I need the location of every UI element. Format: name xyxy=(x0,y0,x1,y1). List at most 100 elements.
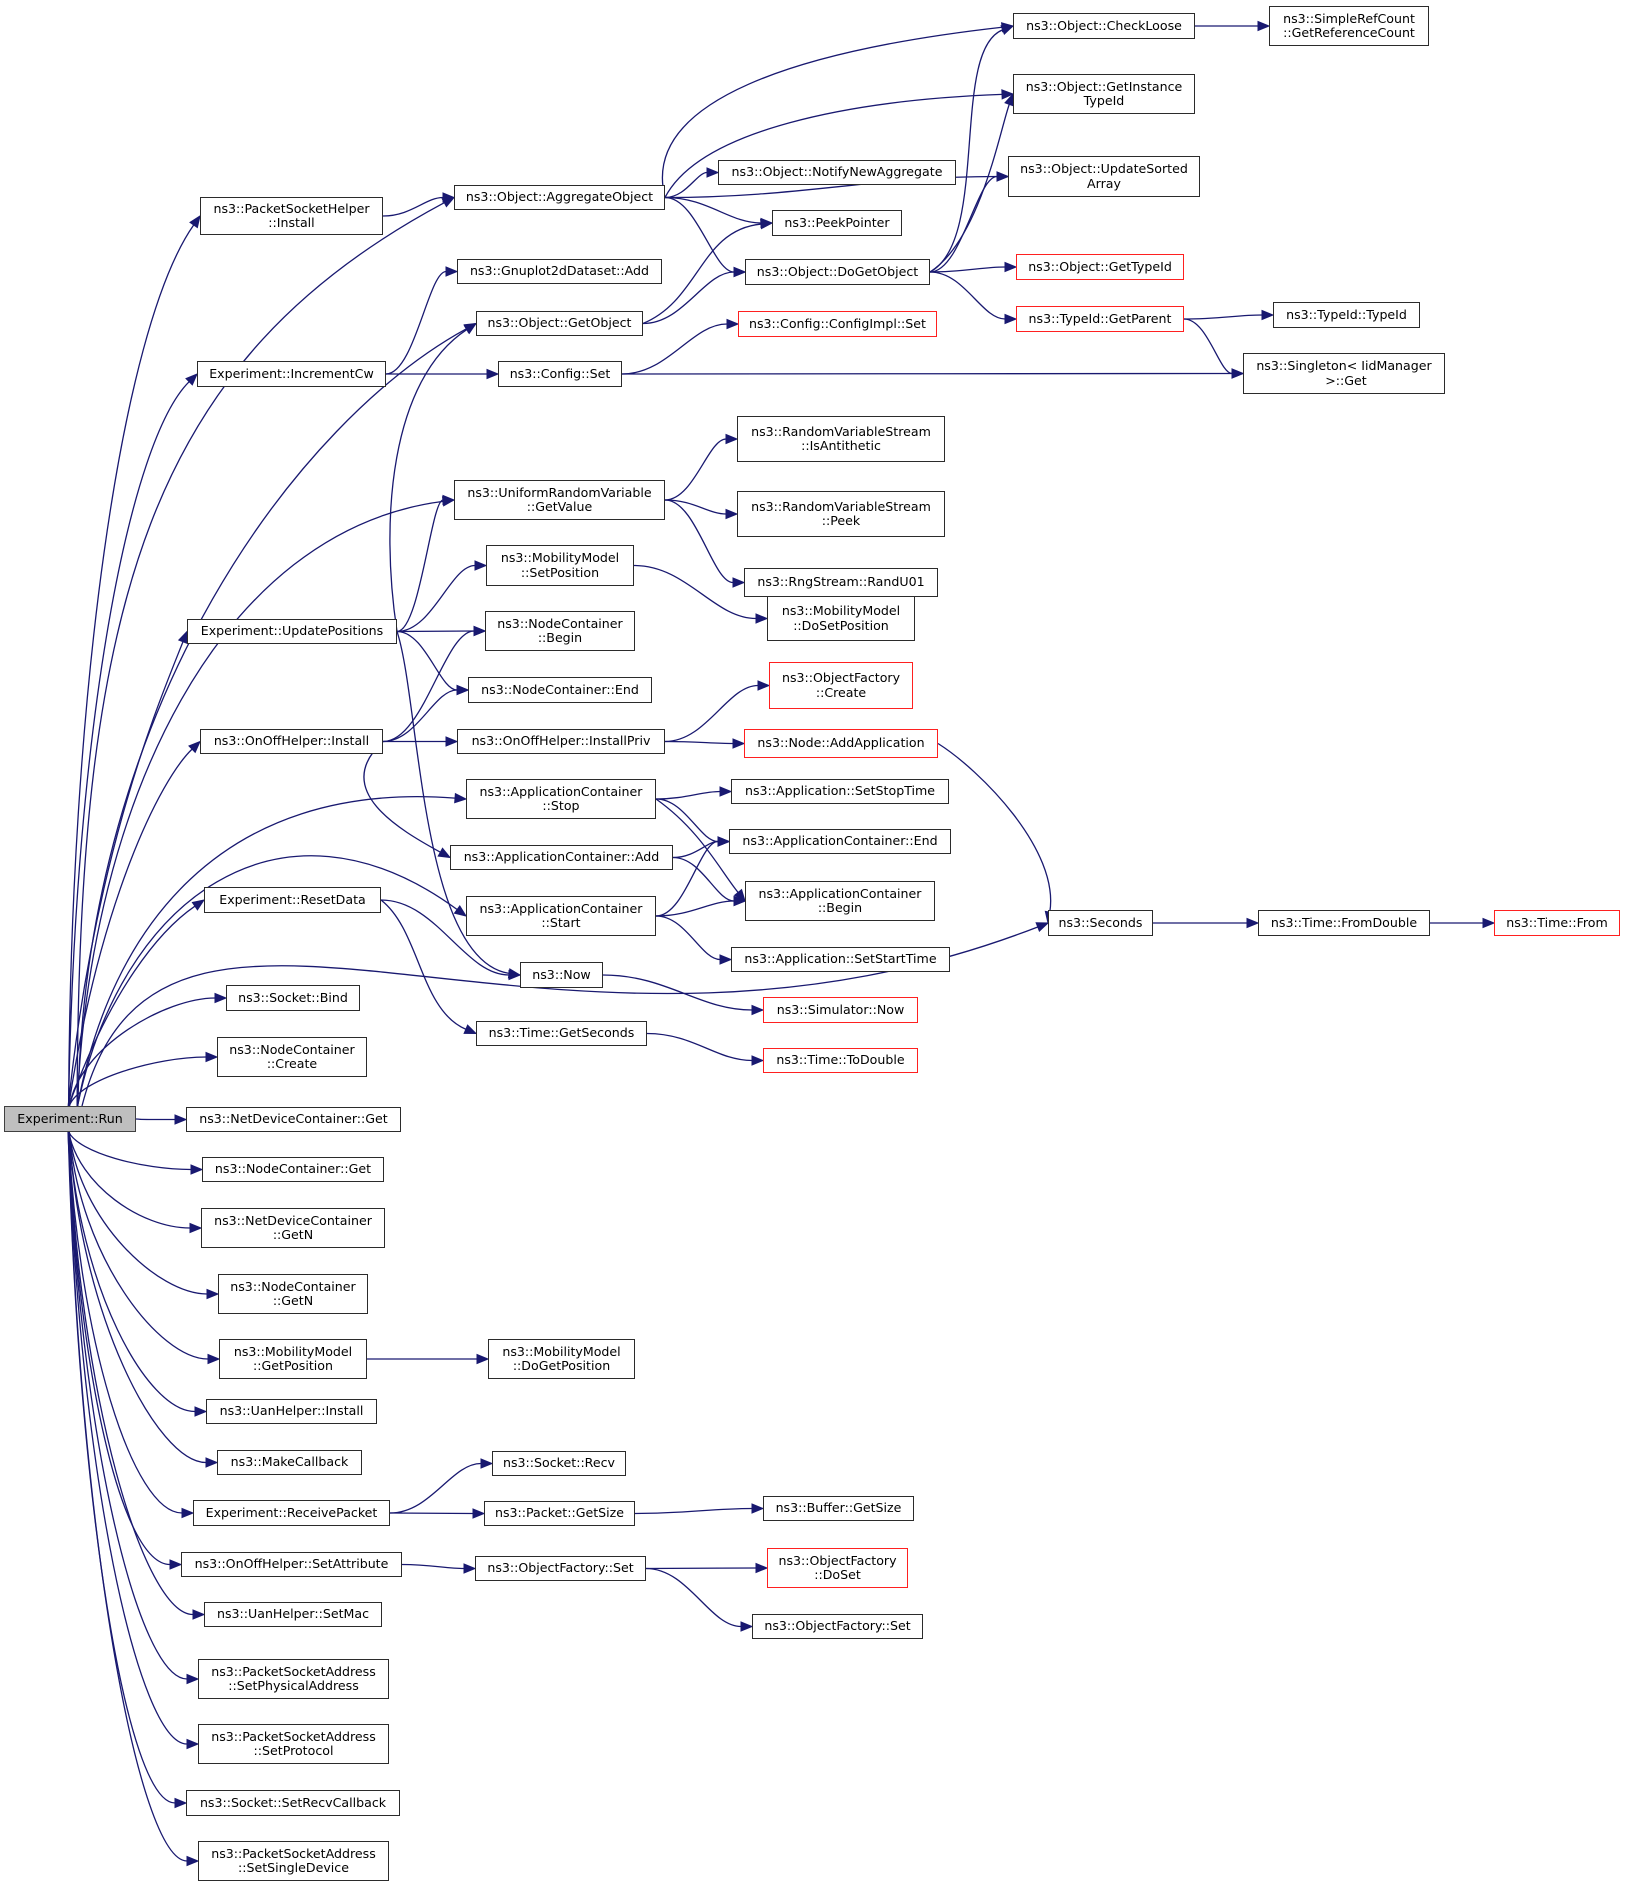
node-getinstancetypeid[interactable]: ns3::Object::GetInstance TypeId xyxy=(1013,74,1195,114)
edge-ac-add-to-ac-begin xyxy=(672,856,735,902)
node-psa-setsingle[interactable]: ns3::PacketSocketAddress ::SetSingleDevi… xyxy=(198,1841,389,1881)
node-configimpl-set[interactable]: ns3::Config::ConfigImpl::Set xyxy=(738,311,937,337)
node-dogetposition[interactable]: ns3::MobilityModel ::DoGetPosition xyxy=(488,1339,635,1379)
edge-onoff-install-to-ac-add xyxy=(363,741,441,853)
node-nc-getn[interactable]: ns3::NodeContainer ::GetN xyxy=(218,1274,368,1314)
node-dosetposition[interactable]: ns3::MobilityModel ::DoSetPosition xyxy=(767,596,915,641)
node-setposition[interactable]: ns3::MobilityModel ::SetPosition xyxy=(486,545,634,586)
node-socket-bind[interactable]: ns3::Socket::Bind xyxy=(226,985,360,1011)
node-label: ns3::Packet::GetSize xyxy=(494,1505,625,1521)
node-socket-setrecvcb[interactable]: ns3::Socket::SetRecvCallback xyxy=(186,1790,400,1816)
edge-dogetobject-to-gettypeid xyxy=(929,266,1006,273)
arrowhead-icon xyxy=(751,1503,765,1514)
edge-run-to-onoff-install xyxy=(68,748,193,1107)
node-uan-setmac[interactable]: ns3::UanHelper::SetMac xyxy=(204,1602,382,1627)
node-now[interactable]: ns3::Now xyxy=(520,962,603,988)
node-setstoptime[interactable]: ns3::Application::SetStopTime xyxy=(731,779,949,804)
node-label: ns3::Socket::Recv xyxy=(503,1455,615,1471)
node-label: ns3::MobilityModel ::GetPosition xyxy=(233,1343,353,1373)
node-of-doset[interactable]: ns3::ObjectFactory ::DoSet xyxy=(767,1548,908,1588)
arrowhead-icon xyxy=(177,630,188,645)
node-addapplication[interactable]: ns3::Node::AddApplication xyxy=(744,729,938,758)
node-updatepositions[interactable]: Experiment::UpdatePositions xyxy=(187,619,397,644)
node-dogetobject[interactable]: ns3::Object::DoGetObject xyxy=(745,259,930,285)
edge-ac-start-to-ac-begin xyxy=(655,900,735,917)
node-label: ns3::NetDeviceContainer ::GetN xyxy=(214,1212,372,1242)
node-getseconds[interactable]: ns3::Time::GetSeconds xyxy=(476,1021,647,1046)
node-urv-getvalue[interactable]: ns3::UniformRandomVariable ::GetValue xyxy=(454,480,665,520)
edge-config-set-to-singleton xyxy=(621,372,1233,375)
node-of-set2[interactable]: ns3::ObjectFactory::Set xyxy=(752,1614,923,1639)
node-updatesorted[interactable]: ns3::Object::UpdateSorted Array xyxy=(1008,156,1200,197)
node-makecallback[interactable]: ns3::MakeCallback xyxy=(217,1450,362,1475)
node-ac-begin[interactable]: ns3::ApplicationContainer ::Begin xyxy=(745,881,935,921)
node-fromdouble[interactable]: ns3::Time::FromDouble xyxy=(1258,910,1430,936)
edge-updatepositions-to-getobject xyxy=(389,328,468,632)
node-psa-setproto[interactable]: ns3::PacketSocketAddress ::SetProtocol xyxy=(198,1724,389,1764)
node-label: ns3::Time::ToDouble xyxy=(776,1052,905,1068)
node-time-from[interactable]: ns3::Time::From xyxy=(1494,910,1620,936)
node-getobject[interactable]: ns3::Object::GetObject xyxy=(476,311,643,336)
node-psh-install[interactable]: ns3::PacketSocketHelper ::Install xyxy=(200,197,383,235)
node-ac-end[interactable]: ns3::ApplicationContainer::End xyxy=(729,829,951,854)
node-incrementcw[interactable]: Experiment::IncrementCw xyxy=(197,361,386,387)
node-label: ns3::NodeContainer::Get xyxy=(214,1161,372,1177)
node-onoff-installpriv[interactable]: ns3::OnOffHelper::InstallPriv xyxy=(457,729,665,754)
node-onoff-install[interactable]: ns3::OnOffHelper::Install xyxy=(200,729,383,754)
node-socket-recv[interactable]: ns3::Socket::Recv xyxy=(492,1451,626,1476)
node-gnuplot-add[interactable]: ns3::Gnuplot2dDataset::Add xyxy=(457,259,662,284)
node-buffer-getsize[interactable]: ns3::Buffer::GetSize xyxy=(763,1496,914,1521)
edge-run-to-getposition xyxy=(68,1131,209,1360)
edge-run-to-urv-getvalue xyxy=(76,500,444,1107)
node-setstarttime[interactable]: ns3::Application::SetStartTime xyxy=(731,947,950,972)
edge-updatepositions-to-now xyxy=(396,631,510,975)
arrowhead-icon xyxy=(732,738,746,749)
node-nc-get[interactable]: ns3::NodeContainer::Get xyxy=(202,1157,384,1182)
node-isantithetic[interactable]: ns3::RandomVariableStream ::IsAntithetic xyxy=(737,416,945,462)
arrowhead-icon xyxy=(486,368,500,380)
node-label: ns3::Object::NotifyNewAggregate xyxy=(731,164,943,180)
arrowhead-icon xyxy=(733,895,747,907)
node-ac-add[interactable]: ns3::ApplicationContainer::Add xyxy=(450,845,673,870)
node-getposition[interactable]: ns3::MobilityModel ::GetPosition xyxy=(219,1339,367,1379)
edge-setposition-to-dosetposition xyxy=(633,564,757,620)
node-label: ns3::PacketSocketAddress ::SetSingleDevi… xyxy=(211,1845,376,1875)
node-singleton[interactable]: ns3::Singleton< IidManager >::Get xyxy=(1243,353,1445,394)
arrowhead-icon xyxy=(189,1222,203,1234)
node-seconds[interactable]: ns3::Seconds xyxy=(1048,910,1153,936)
node-nc-begin[interactable]: ns3::NodeContainer ::Begin xyxy=(485,611,635,651)
node-ndc-getn[interactable]: ns3::NetDeviceContainer ::GetN xyxy=(201,1208,385,1248)
node-typeid-typeid[interactable]: ns3::TypeId::TypeId xyxy=(1273,302,1420,328)
node-getparent[interactable]: ns3::TypeId::GetParent xyxy=(1016,306,1184,332)
node-resetdata[interactable]: Experiment::ResetData xyxy=(204,887,381,913)
arrowhead-icon xyxy=(1000,25,1015,35)
node-nc-create[interactable]: ns3::NodeContainer ::Create xyxy=(217,1037,367,1077)
node-uan-install[interactable]: ns3::UanHelper::Install xyxy=(206,1399,377,1424)
node-notify[interactable]: ns3::Object::NotifyNewAggregate xyxy=(718,160,956,185)
node-randu01[interactable]: ns3::RngStream::RandU01 xyxy=(744,568,938,597)
node-label: ns3::ObjectFactory ::DoSet xyxy=(778,1552,897,1582)
node-sim-now[interactable]: ns3::Simulator::Now xyxy=(763,997,918,1023)
node-label: ns3::Seconds xyxy=(1058,914,1143,930)
node-nc-end[interactable]: ns3::NodeContainer::End xyxy=(468,677,652,703)
arrowhead-icon xyxy=(174,1797,188,1809)
node-aggregate[interactable]: ns3::Object::AggregateObject xyxy=(454,185,665,210)
node-peekpointer[interactable]: ns3::PeekPointer xyxy=(772,210,902,236)
node-receivepacket[interactable]: Experiment::ReceivePacket xyxy=(193,1500,390,1526)
node-checkloose[interactable]: ns3::Object::CheckLoose xyxy=(1013,13,1195,39)
node-todouble[interactable]: ns3::Time::ToDouble xyxy=(763,1048,918,1073)
node-peek[interactable]: ns3::RandomVariableStream ::Peek xyxy=(737,491,945,537)
node-gettypeid[interactable]: ns3::Object::GetTypeId xyxy=(1016,254,1184,280)
edge-run-to-ndc-get xyxy=(135,1118,176,1121)
node-of-create[interactable]: ns3::ObjectFactory ::Create xyxy=(769,662,913,709)
node-onoff-setattr[interactable]: ns3::OnOffHelper::SetAttribute xyxy=(181,1552,402,1577)
node-refcount[interactable]: ns3::SimpleRefCount ::GetReferenceCount xyxy=(1269,6,1429,46)
node-packet-getsize[interactable]: ns3::Packet::GetSize xyxy=(484,1501,635,1526)
node-ac-stop[interactable]: ns3::ApplicationContainer ::Stop xyxy=(466,779,656,819)
node-config-set[interactable]: ns3::Config::Set xyxy=(498,361,622,387)
node-psa-setphys[interactable]: ns3::PacketSocketAddress ::SetPhysicalAd… xyxy=(198,1659,389,1699)
node-ndc-get[interactable]: ns3::NetDeviceContainer::Get xyxy=(186,1107,401,1132)
arrowhead-icon xyxy=(755,1562,769,1574)
node-ac-start[interactable]: ns3::ApplicationContainer ::Start xyxy=(466,896,656,936)
node-of-set1[interactable]: ns3::ObjectFactory::Set xyxy=(475,1556,646,1581)
